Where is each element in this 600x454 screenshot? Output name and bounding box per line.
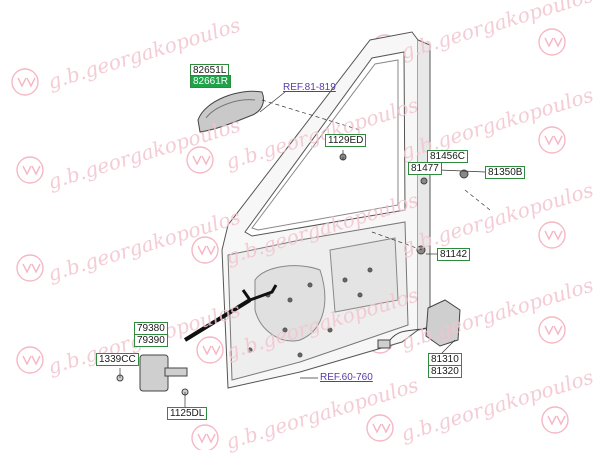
part-label-81142: 81142: [437, 248, 471, 261]
part-label-81350B: 81350B: [485, 166, 526, 179]
part-label-1125DL: 1125DL: [167, 407, 208, 420]
door-cable: [183, 284, 278, 342]
ref-label-81-819: REF.81-819: [283, 82, 336, 93]
part-label-1339CC: 1339CC: [96, 353, 139, 366]
door-panel: [221, 31, 431, 389]
door-latch-actuator: [377, 299, 461, 349]
part-label-1129ED: 1129ED: [325, 134, 367, 147]
part-label-81456C: 81456C: [427, 150, 469, 163]
door-checker: [116, 354, 189, 396]
outside-door-handle: [197, 90, 264, 133]
part-label-81320: 81320: [428, 365, 462, 378]
part-label-81477: 81477: [408, 162, 442, 175]
part-label-79390: 79390: [134, 334, 168, 347]
ref-label-60-760: REF.60-760: [320, 372, 373, 383]
part-label-82661R: 82661R: [190, 75, 232, 88]
